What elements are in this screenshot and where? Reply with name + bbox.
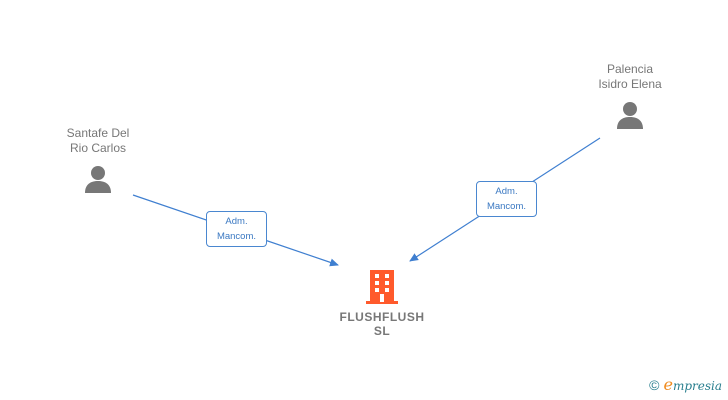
brand-name: empresia [663, 375, 722, 394]
role-text: Adm. Mancom. [486, 186, 527, 212]
person-name: Palencia Isidro Elena [598, 62, 662, 91]
person-icon [85, 166, 111, 193]
person-name: Santafe Del Rio Carlos [66, 126, 130, 155]
building-icon [366, 270, 398, 304]
copyright-icon: © [649, 376, 660, 393]
person-node-palencia[interactable]: Palencia Isidro Elena [580, 62, 680, 130]
edge-label-role: Adm. Mancom. [206, 211, 267, 247]
company-name: FLUSHFLUSH SL [339, 310, 425, 338]
brand-initial: e [663, 375, 673, 394]
role-text: Adm. Mancom. [216, 216, 257, 242]
company-node-flushflush[interactable]: FLUSHFLUSH SL [330, 270, 434, 338]
person-icon [617, 102, 643, 129]
edge-label-role: Adm. Mancom. [476, 181, 537, 217]
person-node-santafe[interactable]: Santafe Del Rio Carlos [48, 126, 148, 194]
brand-rest: mpresia [672, 379, 722, 393]
empresia-logo[interactable]: © empresia [649, 375, 722, 394]
